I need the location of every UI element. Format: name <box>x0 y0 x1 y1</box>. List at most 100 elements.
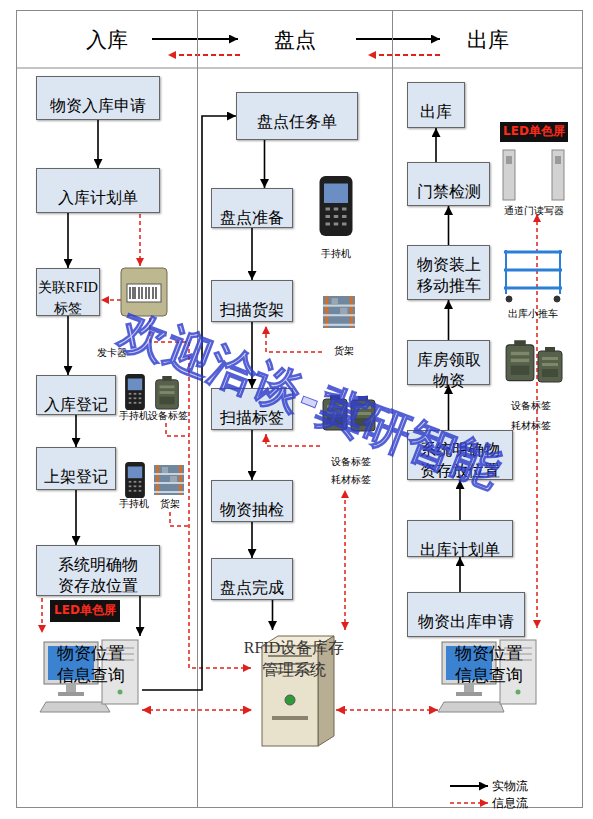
info-flow-line <box>166 423 189 436</box>
legend-sample <box>450 786 488 803</box>
computer-image <box>58 692 84 696</box>
material-flow-connector <box>75 415 77 447</box>
process-box: 入库登记 <box>36 375 116 415</box>
process-box: 物资入库申请 <box>36 76 160 120</box>
image-caption: 出库小推车 <box>498 308 568 320</box>
server-node: RFID设备库存 管理系统 <box>252 630 336 795</box>
material-flow-connector <box>75 490 77 545</box>
node-text: 系统明确物 资存放位置 <box>37 546 159 603</box>
process-box: 盘点准备 <box>211 188 293 228</box>
material-flow-connector <box>139 596 141 636</box>
legend-sample <box>450 785 488 787</box>
image-caption: 设备标签 <box>144 410 192 422</box>
node-text: 物资位置 信息查询 <box>36 636 146 693</box>
info-flow-line <box>170 512 189 526</box>
material-flow-connector <box>435 128 437 162</box>
process-box: 盘点完成 <box>211 558 293 600</box>
led-text: LED单色屏 <box>50 603 120 617</box>
material-flow-connector <box>448 300 450 340</box>
material-flow-connector <box>448 206 450 245</box>
process-box: 门禁检测 <box>407 162 490 206</box>
legend-sample <box>450 802 488 804</box>
cart-image <box>504 252 562 288</box>
process-box: 盘点任务单 <box>236 92 358 140</box>
image-caption: 手持机 <box>114 498 154 510</box>
handheld-image <box>320 176 353 236</box>
cart-image <box>554 296 560 302</box>
image-caption: 货架 <box>326 345 362 357</box>
process-box: 物资抽检 <box>211 480 293 522</box>
node-text: 门禁检测 <box>408 163 489 220</box>
process-box: 物资出库申请 <box>407 592 525 637</box>
node-text: 上架登记 <box>37 448 115 505</box>
computer-node: 物资位置 信息查询 <box>40 636 142 772</box>
node-text: 物资出库申请 <box>408 593 524 650</box>
led-screen-image <box>50 600 120 622</box>
info-flow-line <box>266 326 322 352</box>
gate-reader-image <box>552 150 564 200</box>
computer-node: 物资位置 信息查询 <box>438 636 540 772</box>
process-box: 关联RFID 标签 <box>36 268 100 316</box>
lane-heading: 出库 <box>393 11 582 68</box>
material-flow-connector <box>251 228 253 280</box>
shelf-image <box>323 296 355 328</box>
legend-text: 实物流 <box>492 778 528 795</box>
material-flow-connector <box>251 522 253 558</box>
swimlane-band: 入库物资入库申请入库计划单关联RFID 标签入库登记上架登记系统明确物 资存放位… <box>16 10 198 808</box>
node-text: 扫描货架 <box>212 281 292 338</box>
tag-image <box>506 340 534 380</box>
header-divider <box>16 68 583 69</box>
info-flow-connector <box>336 709 438 711</box>
process-box: 物资装上 移动推车 <box>407 245 490 300</box>
gate-reader-image <box>506 156 512 164</box>
material-flow-connector <box>251 430 253 480</box>
server-image <box>272 716 308 720</box>
node-text: 关联RFID 标签 <box>37 269 99 326</box>
process-box: 库房领取 物资 <box>407 340 490 385</box>
header-flow-arrow <box>152 38 238 40</box>
computer-image <box>118 690 123 695</box>
node-text: 入库登记 <box>37 376 115 433</box>
computer-image <box>66 684 76 692</box>
server-image <box>285 695 295 705</box>
computer-image <box>516 690 521 695</box>
node-text: 库房领取 物资 <box>408 341 489 398</box>
watermark: 欢迎洽谈-冀研智能 <box>110 298 510 503</box>
material-flow-connector <box>264 140 266 188</box>
node-text: 盘点准备 <box>212 189 292 246</box>
info-flow-line <box>266 434 320 446</box>
image-caption: 设备标签 <box>326 456 376 468</box>
node-text: 物资装上 移动推车 <box>408 246 489 303</box>
node-text: 出库 <box>408 83 464 140</box>
process-box: 扫描货架 <box>211 280 293 322</box>
header-divider <box>16 68 583 69</box>
gate-reader-image <box>503 150 564 200</box>
handheld-image <box>125 462 145 498</box>
node-text: 物资位置 信息查询 <box>434 636 544 693</box>
node-text: 盘点任务单 <box>237 93 357 150</box>
image-caption: 通道门读写器 <box>494 205 574 217</box>
led-text: LED单色屏 <box>500 124 568 138</box>
process-box: 上架登记 <box>36 447 116 490</box>
info-flow-line <box>41 598 43 633</box>
cart-image <box>506 250 560 294</box>
shelf-image <box>154 465 184 495</box>
cart-image <box>506 296 512 302</box>
header-flow-arrow <box>168 54 240 56</box>
process-box: 出库 <box>407 82 465 128</box>
lane-heading: 盘点 <box>198 11 392 68</box>
process-box: 系统明确物 资存放位置 <box>36 545 160 596</box>
image-caption: 手持机 <box>314 248 358 260</box>
node-text: 入库计划单 <box>37 169 159 226</box>
legend-text: 信息流 <box>492 795 528 812</box>
material-flow-connector <box>272 600 274 630</box>
material-flow-connector <box>67 213 69 268</box>
image-caption: 耗材标签 <box>326 474 376 486</box>
tag-image <box>538 347 562 382</box>
lane-heading: 入库 <box>17 11 197 68</box>
led-screen-image <box>500 122 568 142</box>
material-flow-connector <box>459 557 461 592</box>
gate-reader-image <box>555 156 561 164</box>
process-box: 入库计划单 <box>36 168 160 213</box>
